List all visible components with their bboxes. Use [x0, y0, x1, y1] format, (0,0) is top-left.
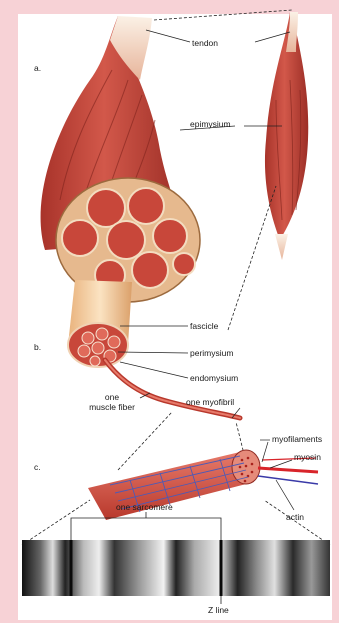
- myofilaments-label: myofilaments: [272, 434, 322, 444]
- muscle-overview: [265, 12, 308, 260]
- fascicle-label: fascicle: [190, 321, 218, 331]
- epimysium-label: epimysium: [190, 119, 231, 129]
- tendon-label: tendon: [192, 38, 218, 48]
- electron-micrograph: [22, 540, 330, 596]
- muscle-fiber-label-line1: one: [84, 392, 140, 402]
- section-a-label: a.: [34, 63, 41, 73]
- fascicle: [68, 280, 132, 367]
- sarcomere-label: one sarcomere: [116, 502, 173, 512]
- section-b-label: b.: [34, 342, 41, 352]
- section-c-label: c.: [34, 462, 41, 472]
- actin-label: actin: [286, 512, 304, 522]
- perimysium-label: perimysium: [190, 348, 233, 358]
- myofibril-detail: [88, 450, 260, 520]
- myosin-label: myosin: [294, 452, 321, 462]
- muscle-fiber-label-line2: muscle fiber: [84, 402, 140, 412]
- sarcomere-bracket: [71, 512, 221, 540]
- myofibril-label: one myofibril: [186, 397, 234, 407]
- z-line-label: Z line: [208, 605, 229, 615]
- endomysium-label: endomysium: [190, 373, 238, 383]
